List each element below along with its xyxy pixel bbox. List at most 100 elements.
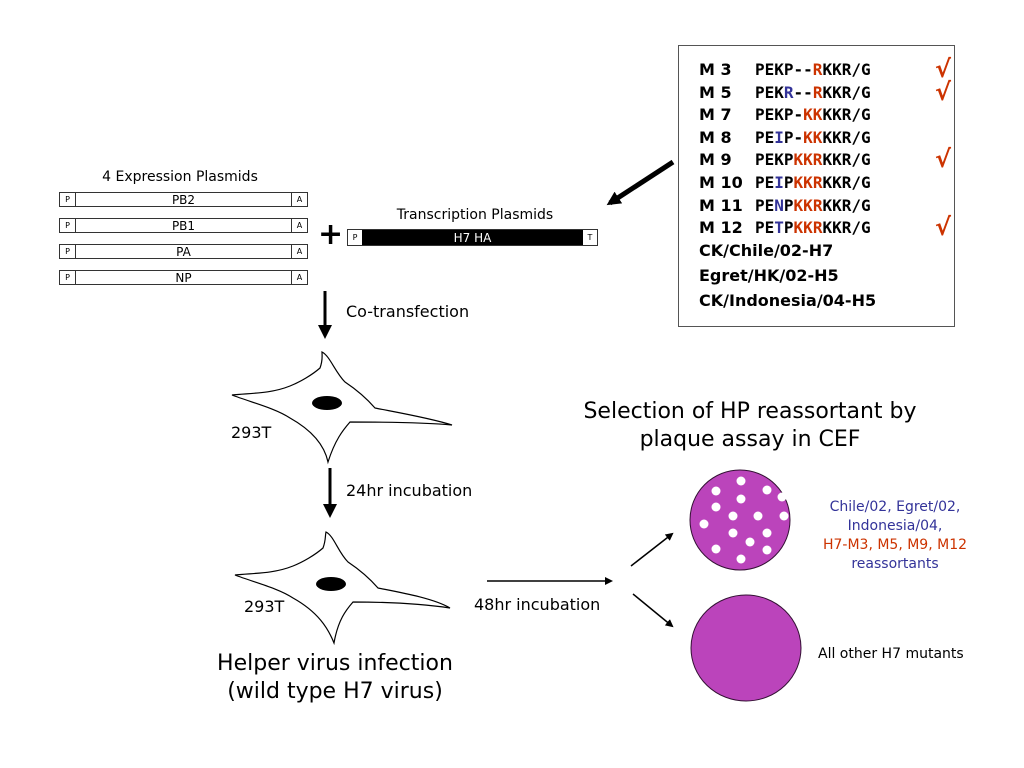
arrow-mutants-to-plasmid [606,159,675,206]
gene-label: PB2 [171,192,196,207]
sequence-segment: KKR/G [822,105,871,125]
terminator-cap: T [583,230,597,245]
cell-label-2: 293T [244,597,285,616]
reference-strain: CK/Indonesia/04-H5 [699,291,877,310]
plaque [745,537,755,547]
expression-plasmid-pa: P PA A [59,244,308,259]
sequence-segment: R [812,60,823,79]
helper-line-2: (wild type H7 virus) [227,679,443,704]
positive-result-label: Chile/02, Egret/02,Indonesia/04,H7-M3, M… [815,498,975,574]
cleavage-site-sequence: PENPKKRKKR/G [755,196,871,215]
sequence-segment: I [774,127,784,147]
plaque [736,554,746,564]
sequence-segment: KKR [793,195,823,215]
plaque [762,545,772,555]
gene-label: PA [176,244,191,259]
sequence-segment: I [774,173,784,192]
sequence-segment: P [783,195,794,215]
sequence-segment: KKR/G [822,127,871,147]
sequence-segment: KK [803,127,823,147]
plaque [753,511,763,521]
arrow-to-negative-plate [632,593,674,628]
plaque [711,486,721,496]
plus-sign: + [318,217,344,252]
check-mark-icon: √ [935,145,952,174]
plaque [728,511,738,521]
promoter-cap: P [60,245,76,258]
gene-label: H7 HA [453,230,492,245]
arrow-to-positive-plate [630,532,674,567]
cleavage-site-sequence: PETPKKRKKR/G [755,218,871,237]
plaque [762,528,772,538]
nucleus [312,396,342,410]
positive-result-line: H7-M3, M5, M9, M12 [822,537,968,553]
sequence-segment: KKR/G [822,218,871,238]
mutant-row: M 3 PEKP--RKKR/G [699,58,871,81]
transcription-plasmids-title: Transcription Plasmids [396,207,554,223]
mutant-label: M 7 [699,105,732,125]
promoter-cap: P [60,271,76,284]
expression-plasmids-title: 4 Expression Plasmids [102,169,258,185]
cell-label-1: 293T [231,423,272,442]
plaque [779,511,789,521]
plaque-plate-negative [690,594,802,702]
nucleus [316,577,346,591]
sequence-segment: PE [755,173,775,192]
mutant-label: M 8 [699,127,732,147]
sequence-segment: PE [755,218,775,238]
gene-label: NP [175,270,192,285]
mutant-label: M 5 [699,82,732,102]
sequence-segment: KKR [793,173,823,192]
reference-strain: Egret/HK/02-H5 [699,266,839,285]
sequence-segment: T [774,218,784,238]
incubation-24-label: 24hr incubation [346,481,473,500]
sequence-segment: KKR/G [822,82,871,102]
sequence-segment: P- [783,127,804,147]
cotransfection-label: Co-transfection [346,302,470,321]
terminator-cap: A [291,245,307,258]
cleavage-site-sequence: PEKP--RKKR/G [755,60,871,79]
cell-293t-2 [234,531,451,646]
plaque [777,492,787,502]
mutant-label: M 11 [699,195,743,215]
positive-result-line: reassortants [851,556,939,572]
promoter-cap: P [60,193,76,206]
selection-title-line-1: Selection of HP reassortant by [583,399,917,424]
sequence-segment: PEKP-- [755,60,813,79]
gene-label: PB1 [171,218,196,233]
plaque [762,485,772,495]
sequence-segment: KKR [793,218,823,238]
sequence-segment: PE [755,195,775,215]
sequence-segment: KKR/G [822,195,871,215]
cell-293t-1 [231,351,453,465]
sequence-segment: PEK [755,82,784,102]
terminator-cap: A [291,219,307,232]
promoter-cap: P [348,230,362,245]
sequence-segment: PEKP [755,150,794,170]
check-mark-icon: √ [935,55,952,83]
mutant-label: M 3 [699,60,732,79]
check-mark-icon: √ [935,213,952,242]
mutant-row: M 11 PENPKKRKKR/G [699,194,871,217]
plaque [736,476,746,486]
terminator-cap: A [291,193,307,206]
sequence-segment: P [783,173,794,192]
sequence-segment: KKR/G [822,173,871,192]
mutant-row: M 12 PETPKKRKKR/G [699,216,871,239]
cleavage-site-sequence: PEKR--RKKR/G [755,83,871,102]
selection-title: Selection of HP reassortant by plaque as… [540,398,960,454]
cleavage-site-sequence: PEIP-KKKKR/G [755,128,871,147]
mutant-label: M 12 [699,218,743,238]
plaque [711,544,721,554]
positive-result-line: Chile/02, Egret/02, [829,499,961,515]
sequence-segment: R [812,82,823,102]
sequence-segment: PE [755,127,775,147]
negative-result-label: All other H7 mutants [818,646,964,662]
